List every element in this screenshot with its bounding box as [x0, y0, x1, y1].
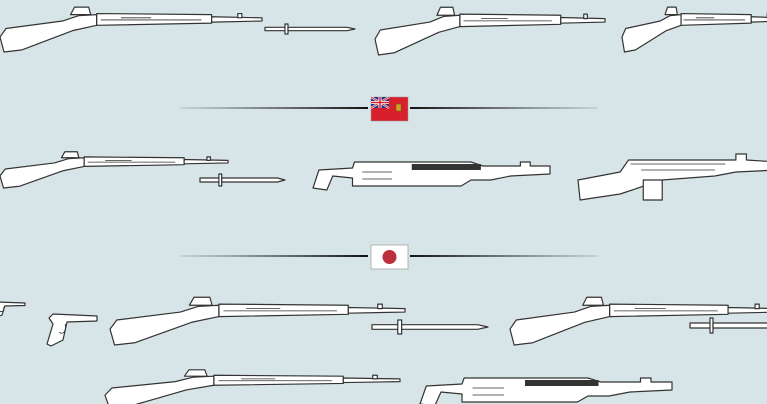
rifle-part [214, 375, 343, 385]
rifle-part [463, 19, 551, 21]
pistol-part [0, 302, 25, 318]
rifle-illustration [622, 7, 767, 52]
rifle-part [622, 15, 681, 52]
rifle-part [61, 152, 79, 158]
machine-gun-part [420, 378, 672, 404]
rifle-part [0, 158, 84, 188]
japanese-flag-icon [370, 244, 409, 270]
rifle-part [751, 17, 767, 22]
bayonet-part [285, 24, 288, 34]
pistol-illustration [0, 302, 25, 318]
bayonet-illustration [372, 320, 488, 334]
machine-gun-part [313, 162, 550, 190]
rifle-illustration [510, 297, 767, 345]
rifle-part [583, 297, 604, 305]
rifle-part [684, 18, 746, 20]
rifle-part [71, 7, 91, 14]
rifle-part [97, 14, 212, 26]
bayonet-illustration [200, 174, 285, 186]
rifle-part [665, 7, 677, 14]
rifle-illustration [0, 7, 262, 52]
bayonet-part [398, 320, 402, 334]
divider-line-right [410, 255, 598, 257]
rifle-part [88, 160, 176, 162]
automatic-rifle-part [578, 154, 767, 200]
rifle-part [219, 304, 348, 317]
rifle-illustration [375, 7, 605, 55]
bayonet-part [288, 27, 355, 30]
bayonet-part [200, 178, 221, 182]
rifle-part [212, 17, 262, 22]
pistol-part [59, 324, 66, 333]
rifle-part [101, 18, 202, 20]
machine-gun-illustration [313, 162, 550, 190]
rifle-part [0, 15, 97, 52]
bayonet-part [690, 323, 712, 328]
rifle-illustration [105, 370, 400, 404]
pistol-part [47, 314, 97, 346]
divider-line-right [410, 107, 598, 109]
machine-gun-part [411, 164, 481, 170]
automatic-rifle-illustration [578, 154, 767, 200]
pistol-illustration [47, 314, 97, 346]
rifle-part [110, 305, 219, 345]
rifle-part [184, 370, 207, 376]
canadian-red-ensign-flag-icon [370, 96, 409, 122]
machine-gun-part [362, 172, 392, 179]
bayonet-part [219, 174, 222, 186]
rifle-illustration [0, 152, 228, 188]
bayonet-part [265, 27, 287, 30]
rifle-part [460, 14, 561, 26]
pistol-part [0, 307, 4, 312]
rifle-part [184, 160, 228, 164]
rifle-part [343, 378, 400, 383]
bayonet-part [372, 325, 400, 330]
bayonet-part [710, 318, 713, 333]
rifle-illustration [110, 297, 405, 345]
bayonet-illustration [690, 318, 767, 333]
rifle-part [207, 157, 211, 160]
rifle-part [348, 308, 405, 314]
rifle-part [223, 309, 336, 311]
section-divider-japan [180, 244, 598, 270]
bayonet-part [222, 178, 285, 182]
machine-gun-part [525, 380, 599, 386]
divider-line-left [180, 107, 368, 109]
rifle-part [437, 7, 455, 15]
rifle-part [561, 18, 605, 24]
weapons-group [0, 7, 767, 404]
section-divider-canada [180, 96, 598, 122]
automatic-rifle-part [643, 180, 662, 200]
rifle-part [105, 376, 214, 404]
rifle-part [584, 14, 588, 19]
rifle-part [373, 375, 378, 379]
rifle-part [755, 304, 759, 309]
bayonet-illustration [265, 24, 355, 34]
bayonet-part [402, 325, 488, 330]
rifle-part [375, 15, 460, 55]
machine-gun-illustration [420, 378, 672, 404]
rifle-part [510, 305, 610, 345]
machine-gun-part [473, 388, 505, 395]
rifle-part [681, 14, 751, 26]
rifle-part [238, 14, 242, 18]
automatic-rifle-part [631, 164, 726, 170]
rifle-part [728, 308, 767, 314]
rifle-part [218, 379, 331, 381]
divider-line-left [180, 255, 368, 257]
rifle-part [610, 304, 728, 317]
rifle-part [378, 304, 383, 309]
bayonet-part [713, 323, 767, 328]
rifle-part [84, 157, 184, 167]
rifle-part [189, 297, 212, 305]
rifle-part [614, 309, 718, 311]
